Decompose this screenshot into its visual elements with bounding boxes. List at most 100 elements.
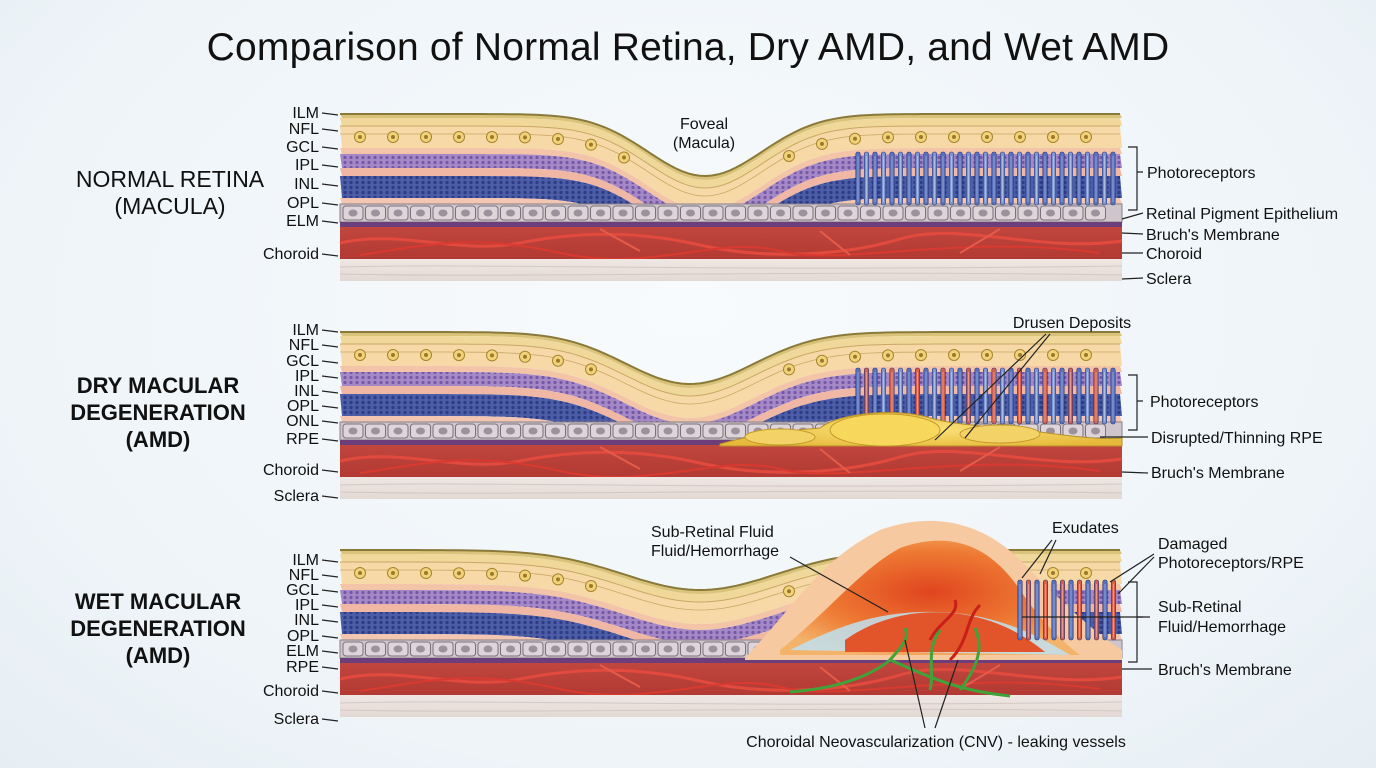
photoreceptor-cell bbox=[1094, 579, 1100, 641]
rpe-nucleus bbox=[1023, 209, 1033, 217]
ganglion-nucleus bbox=[490, 571, 494, 576]
layer-label: IPL bbox=[295, 368, 319, 385]
photoreceptor-cell bbox=[1034, 579, 1040, 641]
ilm-layer bbox=[340, 332, 1122, 388]
rpe-nucleus bbox=[438, 209, 448, 217]
ganglion-nucleus bbox=[358, 353, 362, 358]
rpe-nucleus bbox=[1091, 209, 1100, 217]
ganglion-nucleus bbox=[886, 353, 890, 358]
rpe-nucleus bbox=[821, 209, 830, 217]
leader-line bbox=[321, 360, 339, 364]
rpe-nucleus bbox=[798, 209, 808, 217]
diagram-labels: ILMNFLGCLIPLINLOPLELMChoroidILMNFLGCLIPL… bbox=[263, 105, 1338, 751]
rpe-nucleus bbox=[393, 427, 403, 435]
row-title-wet: WET MACULAR DEGENERATION (AMD) bbox=[33, 588, 283, 669]
ganglion-nucleus bbox=[589, 583, 593, 588]
choroid-vessel bbox=[339, 231, 1123, 256]
photoreceptor-cell bbox=[1042, 367, 1048, 425]
leader-line bbox=[934, 333, 1047, 441]
sclera-fiber bbox=[339, 483, 1123, 487]
ganglion-nucleus bbox=[1018, 353, 1022, 358]
photoreceptor-cell bbox=[974, 151, 980, 206]
layer-label: INL bbox=[294, 383, 319, 400]
rpe-nucleus bbox=[371, 209, 380, 217]
ganglion-nucleus bbox=[787, 153, 791, 158]
photoreceptor-cell bbox=[1059, 151, 1065, 206]
photoreceptor-bracket bbox=[1128, 146, 1143, 211]
ganglion-nucleus bbox=[391, 135, 395, 140]
photoreceptor-cell bbox=[897, 151, 903, 206]
disrupted-rpe-label: Disrupted/Thinning RPE bbox=[1151, 430, 1323, 447]
rpe-nucleus bbox=[573, 209, 583, 217]
photoreceptor-cell bbox=[1034, 367, 1040, 425]
leader-line bbox=[1039, 539, 1057, 575]
rpe-nucleus bbox=[551, 209, 560, 217]
leader-line bbox=[964, 333, 1051, 439]
rpe-nucleus bbox=[596, 645, 605, 653]
leader-line bbox=[1121, 277, 1144, 280]
photoreceptor-cell bbox=[1077, 579, 1083, 641]
damaged-label: Damaged bbox=[1158, 536, 1227, 553]
photoreceptor-cell bbox=[1093, 367, 1099, 425]
rpe-nucleus bbox=[641, 645, 650, 653]
sclera-fiber bbox=[339, 272, 1123, 276]
photoreceptor-cell bbox=[1068, 367, 1074, 425]
sclera-layer bbox=[340, 477, 1122, 499]
rpe-nucleus bbox=[618, 427, 628, 435]
sclera-fiber bbox=[339, 490, 1123, 494]
rpe-nucleus bbox=[596, 209, 605, 217]
ganglion-nucleus bbox=[1051, 135, 1055, 139]
row-title-dry: DRY MACULAR DEGENERATION (AMD) bbox=[33, 372, 283, 453]
rpe-nucleus bbox=[573, 427, 583, 435]
photoreceptor-cell bbox=[1068, 151, 1074, 206]
ganglion-nucleus bbox=[985, 353, 989, 358]
ganglion-nucleus bbox=[787, 589, 791, 594]
gcl-layer bbox=[340, 344, 1122, 418]
drusen-label: Drusen Deposits bbox=[1013, 315, 1131, 332]
layer-label: ONL bbox=[286, 413, 319, 430]
rpe-nucleus bbox=[596, 427, 605, 435]
rpe-nucleus bbox=[506, 427, 515, 435]
photoreceptor-cell bbox=[991, 151, 997, 206]
leader-line bbox=[321, 604, 339, 608]
rpe-nucleus bbox=[483, 209, 493, 217]
layer-label: NFL bbox=[289, 567, 319, 584]
photoreceptor-cell bbox=[1093, 151, 1099, 206]
leader-line bbox=[1021, 539, 1053, 579]
bruchs-membrane bbox=[340, 658, 1122, 663]
retina-surface-line bbox=[340, 331, 1120, 386]
photoreceptor-cell bbox=[1051, 367, 1057, 425]
rpe-nucleus bbox=[663, 427, 673, 435]
leader-line bbox=[321, 183, 339, 187]
leader-line bbox=[321, 619, 339, 623]
layer-label: GCL bbox=[286, 139, 319, 156]
photoreceptor-cell bbox=[982, 367, 988, 425]
photoreceptor-cell bbox=[1110, 367, 1116, 425]
ganglion-nucleus bbox=[457, 135, 461, 140]
cnv-label: Choroidal Neovascularization (CNV) - lea… bbox=[746, 734, 1126, 751]
rpe-nucleus bbox=[708, 427, 718, 435]
row-title-line: DEGENERATION bbox=[70, 400, 246, 425]
choroid-vessel bbox=[599, 228, 1001, 256]
layer-label: ILM bbox=[292, 322, 319, 339]
photoreceptor-cell bbox=[1008, 151, 1014, 206]
ganglion-nucleus bbox=[985, 135, 989, 140]
ganglion-nucleus bbox=[523, 573, 527, 578]
leader-line bbox=[321, 635, 339, 639]
photoreceptor-cell bbox=[999, 151, 1005, 206]
photoreceptor-cell bbox=[880, 151, 886, 206]
photoreceptor-cell bbox=[965, 367, 971, 425]
leader-line bbox=[321, 574, 339, 578]
photoreceptor-cell bbox=[957, 151, 963, 206]
leader-line bbox=[321, 146, 339, 150]
rpe-nucleus bbox=[348, 209, 358, 217]
ganglion-nucleus bbox=[424, 135, 428, 140]
layer-label: INL bbox=[294, 612, 319, 629]
choroid-vessel bbox=[599, 446, 1001, 474]
ganglion-nucleus bbox=[556, 358, 560, 363]
ganglion-nucleus bbox=[424, 353, 428, 358]
ganglion-nucleus bbox=[886, 135, 890, 140]
rpe-nucleus bbox=[641, 427, 650, 435]
rpe-nucleus bbox=[618, 645, 628, 653]
photoreceptors-label: Photoreceptors bbox=[1150, 394, 1259, 411]
